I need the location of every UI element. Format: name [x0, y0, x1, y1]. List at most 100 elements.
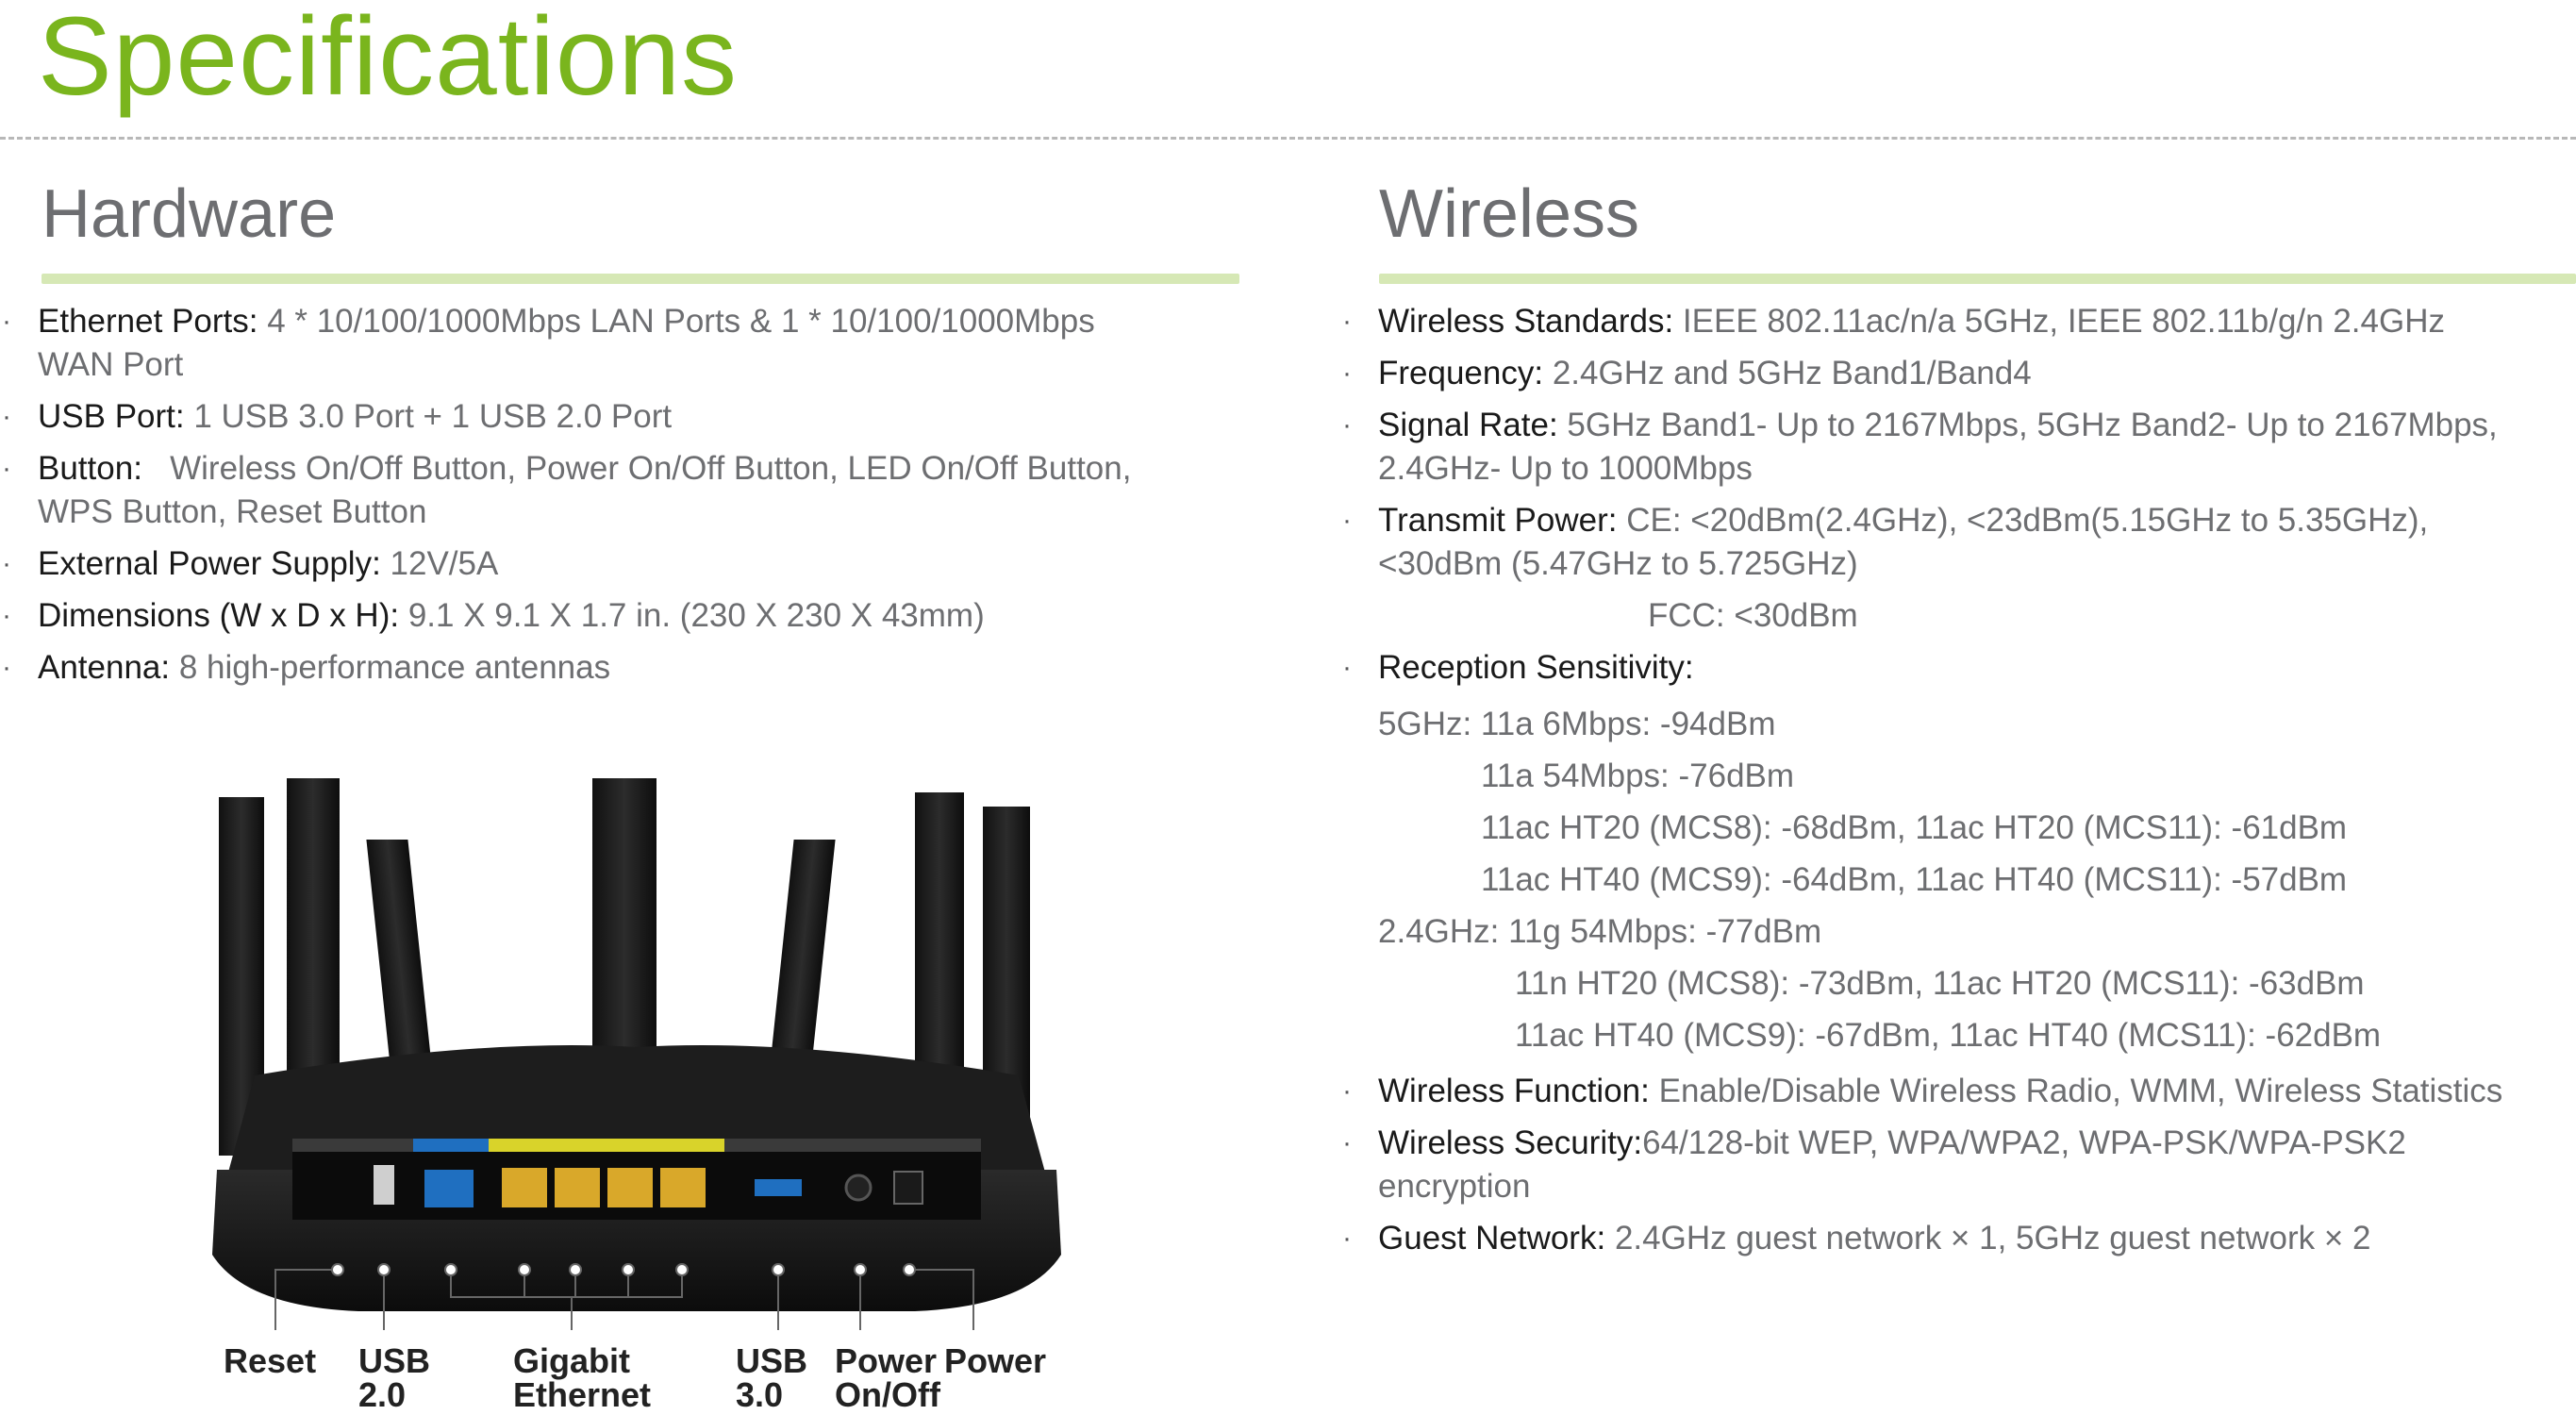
bullet-icon: ·: [1342, 358, 1352, 389]
antenna: [366, 840, 433, 1075]
spec-key: External Power Supply:: [38, 545, 381, 582]
sensitivity-line: 11ac HT20 (MCS8): -68dBm, 11ac HT20 (MCS…: [1481, 809, 2348, 846]
bullet-icon: ·: [2, 401, 11, 432]
spec-wireless-security: · Wireless Security:64/128-bit WEP, WPA/…: [1342, 1122, 2576, 1208]
spec-value: CE: <20dBm(2.4GHz), <23dBm(5.15GHz to 5.…: [1626, 502, 2429, 539]
spec-key: Dimensions (W x D x H):: [38, 597, 400, 634]
wireless-heading: Wireless: [1379, 176, 1640, 252]
spec-value-cont: 2.4GHz- Up to 1000Mbps: [1378, 450, 1753, 487]
internet-label-strip: [413, 1139, 489, 1152]
lan-port: [660, 1168, 706, 1207]
spec-reception-sensitivity: · Reception Sensitivity: 5GHz: 11a 6Mbps…: [1342, 646, 2576, 1061]
spec-transmit-power: · Transmit Power: CE: <20dBm(2.4GHz), <2…: [1342, 499, 2576, 638]
lan-port: [555, 1168, 600, 1207]
spec-value: IEEE 802.11ac/n/a 5GHz, IEEE 802.11b/g/n…: [1682, 303, 2445, 340]
sensitivity-line: 11ac HT40 (MCS9): -67dBm, 11ac HT40 (MCS…: [1515, 1017, 2382, 1054]
spec-button: · Button: Wireless On/Off Button, Power …: [2, 447, 1245, 534]
lan-port: [607, 1168, 653, 1207]
internet-port: [424, 1170, 474, 1207]
label-power-onoff-line2: On/Off: [835, 1375, 940, 1414]
bullet-icon: ·: [1342, 652, 1352, 683]
bullet-icon: ·: [1342, 1127, 1352, 1158]
spec-key: Wireless Function:: [1378, 1073, 1650, 1109]
usb2-port: [374, 1165, 394, 1205]
spec-value: 1 USB 3.0 Port + 1 USB 2.0 Port: [193, 398, 673, 435]
spec-key: Ethernet Ports:: [38, 303, 258, 340]
label-usb3-line1: USB: [736, 1341, 808, 1380]
bullet-icon: ·: [1342, 505, 1352, 536]
label-reset: Reset: [224, 1341, 317, 1380]
label-gigabit-line1: Gigabit: [513, 1341, 630, 1380]
spec-value-cont: WAN Port: [38, 346, 184, 383]
spec-dimensions: · Dimensions (W x D x H): 9.1 X 9.1 X 1.…: [2, 594, 1245, 638]
spec-key: Guest Network:: [1378, 1220, 1606, 1257]
spec-value: Enable/Disable Wireless Radio, WMM, Wire…: [1658, 1073, 2503, 1109]
page-title: Specifications: [38, 0, 739, 119]
bullet-icon: ·: [1342, 1223, 1352, 1254]
spec-key: Signal Rate:: [1378, 407, 1558, 443]
spec-key: USB Port:: [38, 398, 185, 435]
spec-key: Wireless Standards:: [1378, 303, 1674, 340]
label-usb2-line2: 2.0: [358, 1375, 407, 1414]
callout-lines: [274, 1263, 974, 1330]
spec-value: 4 * 10/100/1000Mbps LAN Ports & 1 * 10/1…: [267, 303, 1095, 340]
lan-port: [502, 1168, 547, 1207]
bullet-icon: ·: [2, 548, 11, 579]
spec-key: Button:: [38, 450, 142, 487]
spec-value-cont: <30dBm (5.47GHz to 5.725GHz): [1378, 545, 1858, 582]
spec-wireless-function: · Wireless Function: Enable/Disable Wire…: [1342, 1070, 2576, 1113]
spec-value: 2.4GHz and 5GHz Band1/Band4: [1552, 355, 2032, 391]
ethernet-label-strip: [489, 1139, 724, 1152]
power-button: [844, 1174, 873, 1202]
spec-antenna: · Antenna: 8 high-performance antennas: [2, 646, 1245, 690]
sensitivity-line: 5GHz: 11a 6Mbps: -94dBm: [1378, 706, 1776, 742]
spec-usb-port: · USB Port: 1 USB 3.0 Port + 1 USB 2.0 P…: [2, 395, 1245, 439]
label-power: Power: [944, 1341, 1047, 1380]
bullet-icon: ·: [1342, 1075, 1352, 1107]
spec-wireless-standards: · Wireless Standards: IEEE 802.11ac/n/a …: [1342, 300, 2576, 343]
sensitivity-line: 11n HT20 (MCS8): -73dBm, 11ac HT20 (MCS1…: [1515, 965, 2365, 1002]
wireless-spec-list: · Wireless Standards: IEEE 802.11ac/n/a …: [1342, 300, 2576, 1269]
spec-key: Reception Sensitivity:: [1378, 649, 1694, 686]
spec-value-cont: FCC: <30dBm: [1648, 597, 1858, 634]
spec-signal-rate: · Signal Rate: 5GHz Band1- Up to 2167Mbp…: [1342, 404, 2576, 491]
usb3-port: [755, 1179, 802, 1196]
wireless-rule: [1379, 274, 2576, 284]
hardware-heading: Hardware: [42, 176, 337, 252]
bullet-icon: ·: [1342, 409, 1352, 441]
label-gigabit-line2: Ethernet: [513, 1375, 652, 1414]
label-usb2-line1: USB: [358, 1341, 431, 1380]
spec-value-cont: WPS Button, Reset Button: [38, 493, 427, 530]
sensitivity-line: 11a 54Mbps: -76dBm: [1481, 757, 1795, 794]
title-divider: [0, 137, 2576, 140]
hardware-rule: [42, 274, 1239, 284]
spec-value: 12V/5A: [390, 545, 499, 582]
spec-value: 5GHz Band1- Up to 2167Mbps, 5GHz Band2- …: [1567, 407, 2498, 443]
spec-key: Antenna:: [38, 649, 171, 686]
spec-value: 64/128-bit WEP, WPA/WPA2, WPA-PSK/WPA-PS…: [1642, 1124, 2406, 1161]
antenna: [592, 778, 656, 1061]
bullet-icon: ·: [2, 652, 11, 683]
router-image: [212, 778, 1061, 1330]
spec-frequency: · Frequency: 2.4GHz and 5GHz Band1/Band4: [1342, 352, 2576, 395]
sensitivity-table: 5GHz: 11a 6Mbps: -94dBm 11a 54Mbps: -76d…: [1378, 698, 2576, 1061]
spec-value: 8 high-performance antennas: [178, 649, 611, 686]
spec-value: 2.4GHz guest network × 1, 5GHz guest net…: [1614, 1220, 2371, 1257]
bullet-icon: ·: [2, 600, 11, 631]
label-power-onoff-line1: Power: [835, 1341, 938, 1380]
sensitivity-line: 2.4GHz: 11g 54Mbps: -77dBm: [1378, 913, 1822, 950]
spec-key: Wireless Security:: [1378, 1124, 1643, 1161]
power-jack: [893, 1171, 923, 1205]
spec-key: Frequency:: [1378, 355, 1544, 391]
spec-value: Wireless On/Off Button, Power On/Off But…: [151, 450, 1132, 487]
spec-key: Transmit Power:: [1378, 502, 1618, 539]
spec-value-cont: encryption: [1378, 1168, 1531, 1205]
hardware-spec-list: · Ethernet Ports: 4 * 10/100/1000Mbps LA…: [2, 300, 1245, 698]
antenna: [769, 840, 836, 1075]
